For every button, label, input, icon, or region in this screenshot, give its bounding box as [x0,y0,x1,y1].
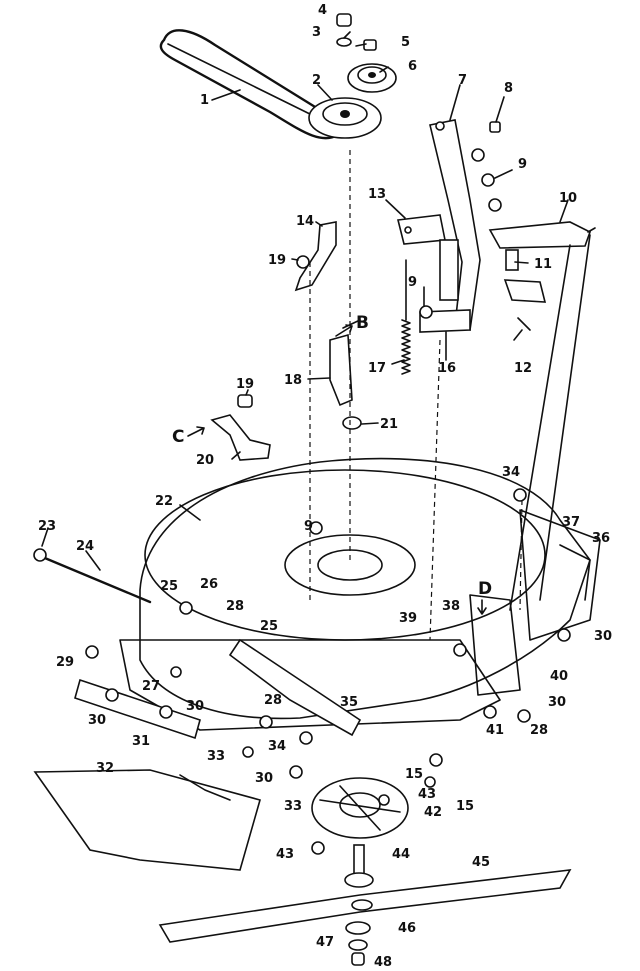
callout-46: 46 [398,921,416,936]
callout-15: 15 [405,767,423,782]
baffle-32 [33,769,261,871]
callout-26: 26 [200,577,218,592]
bracket-16 [419,239,471,333]
bushing-21 [342,416,362,430]
hardware-nuts [85,121,571,855]
callout-35: 35 [340,695,358,710]
callout-9: 9 [518,157,527,172]
deck-rod-24 [33,548,152,604]
callout-4: 4 [318,3,327,18]
callout-12: 12 [514,361,532,376]
callout-20: 20 [196,453,214,468]
callout-30d: 30 [594,629,612,644]
callout-29: 29 [56,655,74,670]
callout-38: 38 [442,599,460,614]
callout-27: 27 [142,679,160,694]
idler-arm [429,119,596,332]
callout-42: 42 [424,805,442,820]
callout-22: 22 [155,494,173,509]
callout-23: 23 [38,519,56,534]
callout-34: 34 [268,739,286,754]
callout-40: 40 [550,669,568,684]
callout-33: 33 [207,749,225,764]
callout-30: 30 [88,713,106,728]
callout-10: 10 [559,191,577,206]
callout-47: 47 [316,935,334,950]
callout-32: 32 [96,761,114,776]
callout-18: 18 [284,373,302,388]
callout-34b: 34 [502,465,520,480]
spring-17 [401,259,411,375]
callout-7: 7 [458,73,467,88]
callout-16: 16 [438,361,456,376]
callout-9c: 9 [304,519,313,534]
callout-37: 37 [562,515,580,530]
callout-1: 1 [200,93,209,108]
callout-44: 44 [392,847,410,862]
drive-pulley [308,97,382,139]
callout-25: 25 [260,619,278,634]
callout-41: 41 [486,723,504,738]
callout-C: C [172,427,184,447]
spindle-42 [311,777,409,839]
callout-43b: 43 [276,847,294,862]
callout-D: D [478,579,492,599]
callout-39: 39 [399,611,417,626]
blade-45 [158,869,572,943]
callout-8: 8 [504,81,513,96]
callout-labels: 1 2 3 4 5 6 7 8 9 9 9 10 11 12 13 14 15 … [38,3,612,970]
callout-21: 21 [380,417,398,432]
callout-15b: 15 [456,799,474,814]
guide-rods [309,150,591,641]
callout-25b: 25 [160,579,178,594]
callout-45: 45 [472,855,490,870]
callout-3: 3 [312,25,321,40]
bracket-20 [210,394,271,461]
callout-11: 11 [534,257,552,272]
callout-48: 48 [374,955,392,970]
callout-B: B [356,313,369,333]
callout-30c: 30 [255,771,273,786]
callout-31: 31 [132,734,150,749]
callout-33b: 33 [284,799,302,814]
callout-28c: 28 [530,723,548,738]
lever-18 [329,319,361,407]
callout-19: 19 [236,377,254,392]
callout-28: 28 [226,599,244,614]
callout-2: 2 [312,73,321,88]
callout-28b: 28 [264,693,282,708]
spindle-shaft-44 [344,844,374,888]
blade-hardware [345,921,371,966]
top-nut [336,13,377,51]
callout-43: 43 [418,787,436,802]
bracket-13 [397,214,446,245]
reference-arrows [187,324,487,615]
callout-24: 24 [76,539,94,554]
bracket-14 [294,221,337,292]
callout-5: 5 [401,35,410,50]
callout-6: 6 [408,59,417,74]
leader-lines [41,31,569,571]
callout-30e: 30 [548,695,566,710]
callout-30b: 30 [186,699,204,714]
idler-pulley [347,63,397,93]
callout-9b: 9 [408,275,417,290]
callout-36: 36 [592,531,610,546]
arm-35 [228,638,362,737]
callout-13: 13 [368,187,386,202]
callout-14: 14 [296,214,314,229]
callout-19b: 19 [268,253,286,268]
callout-17: 17 [368,361,386,376]
